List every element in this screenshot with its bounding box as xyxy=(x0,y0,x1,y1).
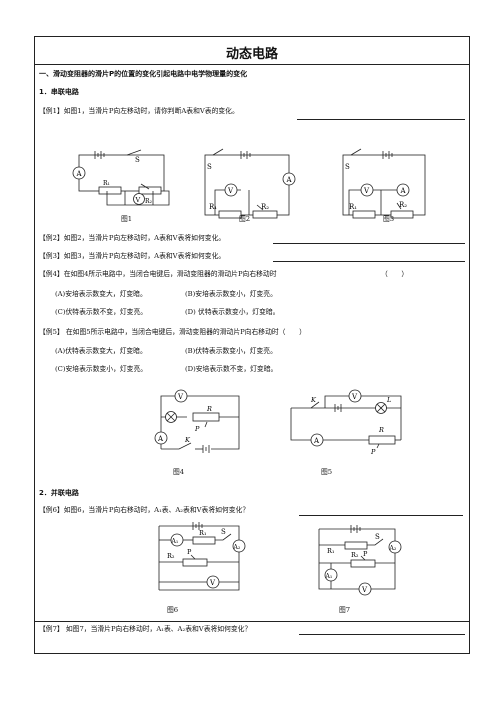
section-heading: 一、滑动变阻器的滑片P的位置的变化引起电路中电学物理量的变化 xyxy=(39,70,248,78)
figure-7-caption: 图7 xyxy=(339,606,351,614)
example-4-option-c[interactable]: (C)伏特表示数不变，灯变亮。 xyxy=(55,308,148,316)
figure-3-caption: 图3 xyxy=(383,215,395,223)
example-7-answer-line[interactable] xyxy=(299,634,465,635)
figure-6-caption: 图6 xyxy=(167,606,179,614)
figure-1-caption: 图1 xyxy=(121,215,133,223)
lamp-label: L xyxy=(386,396,391,404)
figure-6-circuit: A₁ A₂ V S R₁ R₂ P xyxy=(158,522,246,591)
figure-7-circuit: R₁ S A₂ A₁ V R₂ P xyxy=(318,525,402,596)
ammeter-1-label: A₁ xyxy=(325,573,333,580)
example-7-text: 【例7】 如图7，当滑片P向右移动时，A₁表、A₂表和V表将如何变化？ xyxy=(39,625,252,633)
ammeter-2-label: A₂ xyxy=(233,544,241,551)
example-7-divider xyxy=(35,621,469,622)
example-2-answer-line[interactable] xyxy=(273,243,465,244)
r1-label: R₁ xyxy=(327,547,335,555)
voltmeter-label: V xyxy=(209,579,216,587)
r2-label: R₂ xyxy=(351,551,359,559)
figure-4-circuit: V A R P K xyxy=(154,389,240,453)
r1-label: R₁ xyxy=(349,203,357,211)
example-1-answer-line[interactable] xyxy=(297,119,465,120)
r2-label: R₂ xyxy=(261,203,269,211)
example-4-text: 【例4】在如图4所示电路中，当闭合电键后，滑动变阻器的滑动片P向右移动时 xyxy=(39,270,277,278)
ammeter-label: A xyxy=(400,187,407,195)
subsection-parallel: 2．并联电路 xyxy=(39,489,79,497)
voltmeter-label: V xyxy=(351,393,358,401)
voltmeter-label: V xyxy=(177,393,184,401)
example-5-option-c[interactable]: (C)安培表示数变小，灯变亮。 xyxy=(55,365,148,373)
slider-label: P xyxy=(187,548,192,556)
slider-label: P xyxy=(370,448,376,456)
example-4-option-a[interactable]: (A)安培表示数变大，灯变暗。 xyxy=(55,290,147,298)
example-5-option-d[interactable]: (D)安培表示数不变，灯变暗。 xyxy=(185,365,278,373)
voltmeter-label: V xyxy=(363,187,370,195)
voltmeter-label: V xyxy=(361,586,368,594)
example-4-option-d[interactable]: (D) 伏特表示数变小，灯变暗。 xyxy=(185,308,280,316)
worksheet-page: 动态电路 一、滑动变阻器的滑片P的位置的变化引起电路中电学物理量的变化 1．串联… xyxy=(34,36,470,654)
switch-label: S xyxy=(221,528,226,536)
example-5-option-b[interactable]: (B)伏特表示数变小，灯变亮。 xyxy=(185,347,277,355)
ammeter-2-label: A₂ xyxy=(389,545,397,552)
r1-label: R₁ xyxy=(103,180,110,187)
example-5-option-a[interactable]: (A)伏特表示数变大，灯变暗。 xyxy=(55,347,147,355)
example-2-text: 【例2】如图2，当滑片P向左移动时，A表和V表将如何变化。 xyxy=(39,234,226,242)
voltmeter-label: V xyxy=(227,187,234,195)
rheostat-label: R xyxy=(378,426,384,434)
page-title: 动态电路 xyxy=(225,47,278,62)
key-label: K xyxy=(184,436,191,444)
figure-2-circuit: A V S R₁ R₂ xyxy=(204,148,296,219)
example-3-text: 【例3】如图3，当滑片P向左移动时，A表和V表将如何变化。 xyxy=(39,252,226,260)
r1-label: R₁ xyxy=(209,203,217,211)
switch-label: S xyxy=(207,163,212,171)
ammeter-1-label: A₁ xyxy=(171,538,179,545)
ammeter-label: A xyxy=(157,435,164,443)
ammeter-label: A xyxy=(313,437,320,445)
ammeter-label: A xyxy=(286,176,293,184)
example-6-answer-line[interactable] xyxy=(299,515,463,516)
figure-1-circuit: A V S R₁ R₂ xyxy=(72,149,170,206)
figure-4-caption: 图4 xyxy=(173,468,185,476)
title-divider xyxy=(35,64,469,65)
switch-label: S xyxy=(345,163,350,171)
r2-label: R₂ xyxy=(399,201,407,209)
figure-5-circuit: V A R P K L xyxy=(290,389,402,456)
switch-label: S xyxy=(135,156,140,164)
switch-label: S xyxy=(375,533,380,541)
figure-3-circuit: V A S R₁ R₂ xyxy=(342,148,426,219)
example-3-answer-line[interactable] xyxy=(273,261,465,262)
example-5-text: 【例5】 在如图5所示电路中，当闭合电键后，滑动变阻器的滑动片P向右移动时（ ） xyxy=(39,328,306,336)
r2-label: R₂ xyxy=(167,552,175,560)
slider-label: P xyxy=(194,425,200,433)
key-label: K xyxy=(310,396,317,404)
r2-label: R₂ xyxy=(145,198,153,205)
example-1-text: 【例1】如图1，当滑片P向左移动时，请你判断A表和V表的变化。 xyxy=(39,107,239,115)
ammeter-label: A xyxy=(76,170,83,178)
r1-label: R₁ xyxy=(199,529,207,537)
example-4-option-b[interactable]: (B)安培表示数变小，灯变亮。 xyxy=(185,290,277,298)
slider-label: P xyxy=(363,550,368,558)
example-4-answer-paren[interactable]: （ ） xyxy=(381,270,409,278)
rheostat-label: R xyxy=(206,405,212,413)
example-6-text: 【例6】如图6，当滑片P向右移动时，A₁表、A₂表和V表将如何变化？ xyxy=(39,506,250,514)
figure-5-caption: 图5 xyxy=(321,468,333,476)
subsection-series: 1．串联电路 xyxy=(39,88,79,96)
figure-2-caption: 图2 xyxy=(239,215,251,223)
voltmeter-label: V xyxy=(135,196,141,204)
